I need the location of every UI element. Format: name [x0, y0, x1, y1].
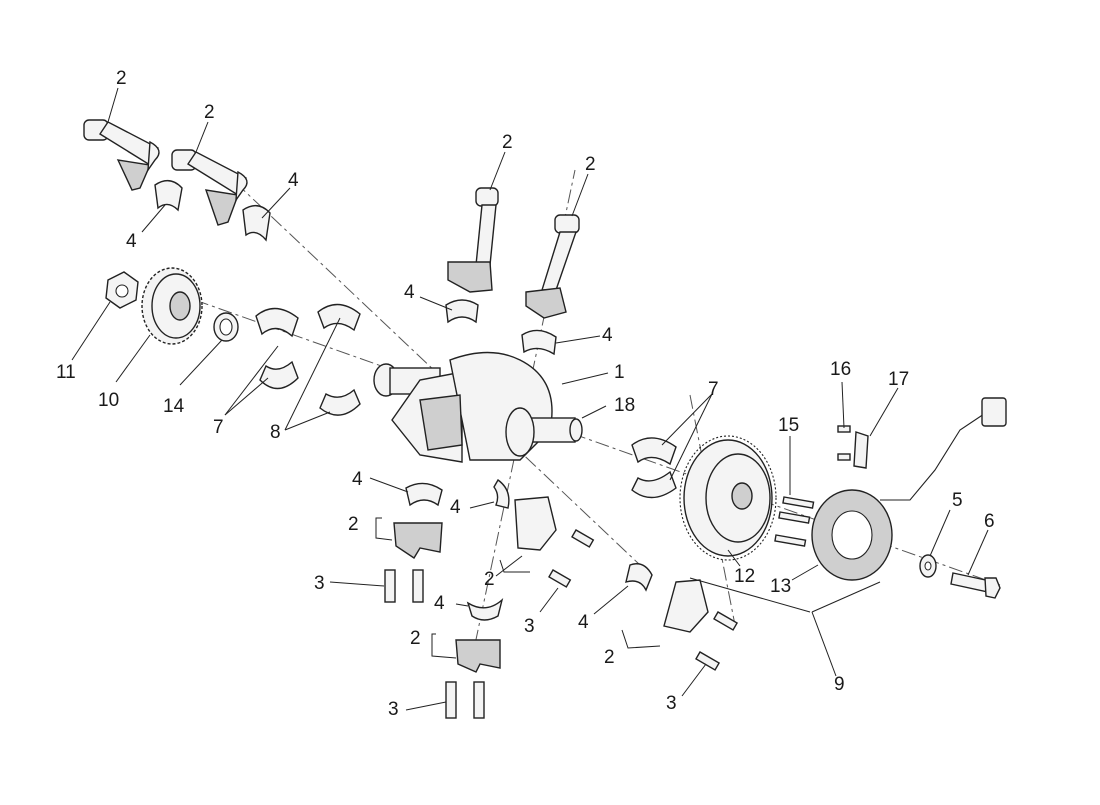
bearing-shells-left — [154, 180, 271, 242]
main-bearing-shells-right — [631, 437, 677, 499]
callout-label: 17 — [888, 369, 909, 390]
drive-gear — [141, 267, 203, 345]
connecting-rod-left — [83, 119, 160, 191]
washer — [919, 554, 937, 578]
callout-label: 4 — [434, 593, 445, 614]
callout-label: 13 — [770, 576, 791, 597]
callout-label: 2 — [410, 628, 421, 649]
callout-label: 2 — [484, 569, 495, 590]
flywheel — [679, 435, 777, 561]
callout-label: 7 — [708, 379, 719, 400]
bearing-cap-group-lower — [445, 598, 504, 719]
callout-label: 2 — [604, 647, 615, 668]
stator-screws — [774, 425, 869, 547]
callout-label: 11 — [56, 362, 76, 383]
callout-label: 4 — [602, 325, 613, 346]
callout-label: 4 — [578, 612, 589, 633]
callout-label: 3 — [666, 693, 677, 714]
bearing-cap-group-center — [493, 478, 595, 588]
callout-label: 4 — [352, 469, 363, 490]
callout-label: 10 — [98, 390, 119, 411]
callout-label: 4 — [288, 170, 299, 191]
callout-label: 2 — [204, 102, 215, 123]
leader-lines — [71, 87, 989, 711]
nut — [105, 271, 139, 309]
callout-label: 6 — [984, 511, 995, 532]
callout-label: 15 — [778, 415, 799, 436]
connecting-rod-right — [525, 214, 580, 319]
callout-label: 8 — [270, 422, 281, 443]
callout-label: 3 — [314, 573, 325, 594]
seal-ring — [213, 312, 239, 342]
callout-label: 1 — [614, 362, 625, 383]
callout-label: 12 — [734, 566, 755, 587]
callout-label: 14 — [163, 396, 185, 417]
main-bearing-shells-left — [255, 303, 361, 416]
callout-labels: 2 2 2 2 4 4 4 4 11 10 14 7 8 1 18 7 16 1… — [56, 68, 995, 720]
callout-label: 2 — [502, 132, 513, 153]
connecting-rod-left-2 — [171, 149, 248, 226]
flywheel-bolt — [950, 572, 1001, 599]
callout-label: 3 — [524, 616, 535, 637]
callout-label: 16 — [830, 359, 851, 380]
callout-label: 18 — [614, 395, 635, 416]
callout-label: 2 — [116, 68, 127, 89]
stator — [811, 397, 1007, 581]
callout-label: 9 — [834, 674, 845, 695]
callout-label: 4 — [404, 282, 415, 303]
callout-label: 4 — [126, 231, 137, 252]
callout-label: 4 — [450, 497, 461, 518]
connecting-rod-center — [447, 187, 499, 293]
bearing-cap-group-right — [625, 563, 739, 671]
callout-label: 3 — [388, 699, 399, 720]
callout-label: 5 — [952, 490, 963, 511]
bearing-cap-group-left — [384, 482, 443, 603]
callout-label: 7 — [213, 417, 224, 438]
callout-label: 2 — [348, 514, 359, 535]
callout-label: 2 — [585, 154, 596, 175]
crankshaft — [373, 351, 583, 463]
rod-bearing-shells-center — [445, 299, 557, 356]
